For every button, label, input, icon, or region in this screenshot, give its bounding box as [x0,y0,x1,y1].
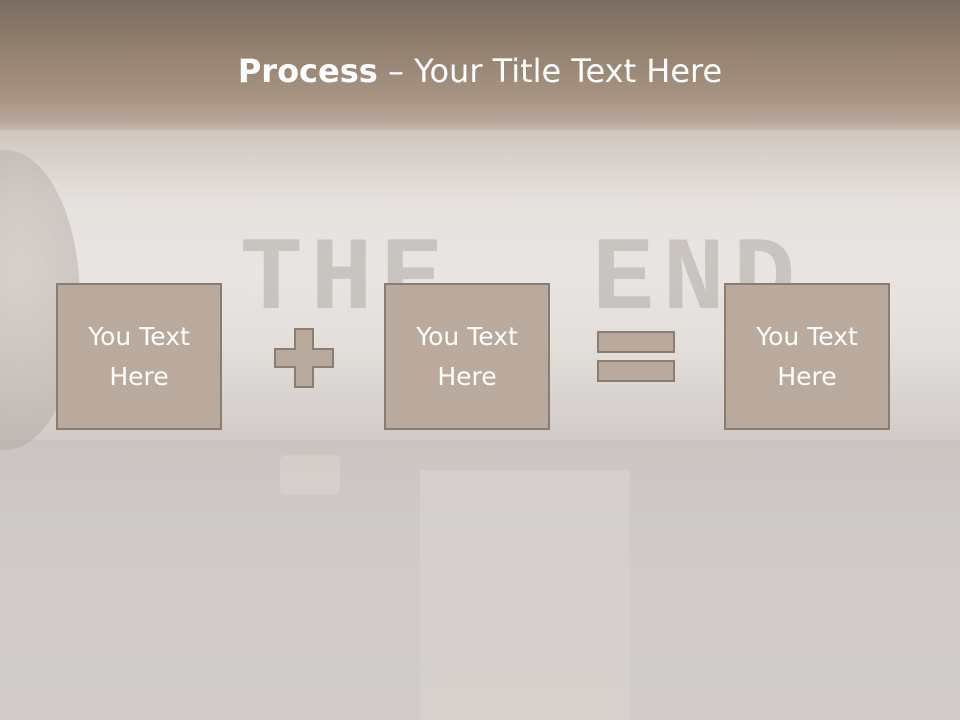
text-box-2-content: You Text Here [416,317,518,397]
text-box-1[interactable]: You Text Here [56,283,222,430]
slide-title: Process – Your Title Text Here [0,52,960,90]
text-box-2-line1: You Text [416,321,518,351]
title-band [0,0,960,140]
text-box-2-line2: Here [437,361,497,391]
text-box-1-content: You Text Here [88,317,190,397]
text-box-1-line2: Here [109,361,169,391]
text-box-2[interactable]: You Text Here [384,283,550,430]
text-box-3-line2: Here [777,361,837,391]
typewriter-key-block [280,455,340,495]
plus-icon [274,328,334,388]
text-box-3-content: You Text Here [756,317,858,397]
title-rest: – Your Title Text Here [377,52,723,90]
title-bold: Process [237,52,378,90]
text-box-3-line1: You Text [756,321,858,351]
equals-icon [597,331,675,382]
typewriter-key-block [420,470,630,720]
text-box-1-line1: You Text [88,321,190,351]
text-box-3[interactable]: You Text Here [724,283,890,430]
